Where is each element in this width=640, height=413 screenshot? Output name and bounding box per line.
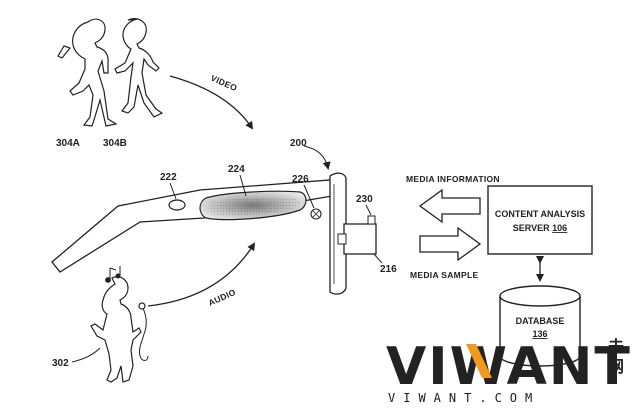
viwant-watermark: VIWANT 未 网 VIWANT.COM — [386, 337, 632, 405]
watermark-brand: VIWANT — [386, 337, 632, 397]
leader-302 — [71, 347, 101, 363]
label-224: 224 — [228, 164, 245, 175]
database-number: 136 — [532, 329, 547, 339]
display-texture — [209, 197, 299, 216]
database-title: Database — [516, 316, 565, 326]
listener-302-figure — [90, 276, 149, 383]
smart-glasses — [51, 172, 347, 295]
camera-222 — [168, 199, 186, 211]
module-clip — [337, 233, 347, 245]
leader-222 — [169, 182, 177, 200]
database-136-cylinder — [499, 285, 581, 367]
leader-224 — [239, 174, 247, 197]
leader-216 — [373, 253, 383, 264]
audio-arrow — [147, 242, 256, 307]
arrow-media-information — [418, 188, 481, 224]
music-note-icon — [105, 266, 121, 283]
arrow-media-sample — [419, 226, 482, 262]
leader-230 — [365, 204, 372, 216]
person-304b-figure — [114, 18, 164, 118]
label-222: 222 — [160, 172, 177, 183]
caption-media-sample: Media Sample — [410, 270, 478, 280]
watermark-cjk-top: 未 — [607, 337, 624, 356]
person-304a-figure — [57, 18, 118, 127]
label-230: 230 — [356, 194, 373, 205]
watermark-accent — [466, 344, 492, 378]
label-304a: 304A — [56, 138, 80, 149]
caption-audio: Audio — [207, 287, 238, 308]
caption-media-information: Media Information — [406, 174, 500, 184]
leader-200 — [303, 145, 331, 170]
module-216 — [343, 223, 377, 255]
watermark-cjk-bottom: 网 — [608, 357, 624, 376]
leader-226 — [303, 184, 315, 209]
server-title-line2: Server 106 — [513, 223, 567, 233]
content-analysis-server-box — [487, 185, 593, 255]
server-title-line1: Content Analysis — [495, 209, 585, 219]
video-arrow — [169, 75, 254, 130]
button-230 — [367, 215, 376, 225]
mic-grille — [312, 210, 320, 218]
label-226: 226 — [292, 174, 309, 185]
label-304b: 304B — [103, 138, 127, 149]
watermark-url: VIWANT.COM — [388, 391, 540, 405]
label-216: 216 — [380, 264, 397, 275]
caption-video: Video — [209, 73, 239, 94]
label-302: 302 — [52, 358, 69, 369]
label-200: 200 — [290, 138, 307, 149]
